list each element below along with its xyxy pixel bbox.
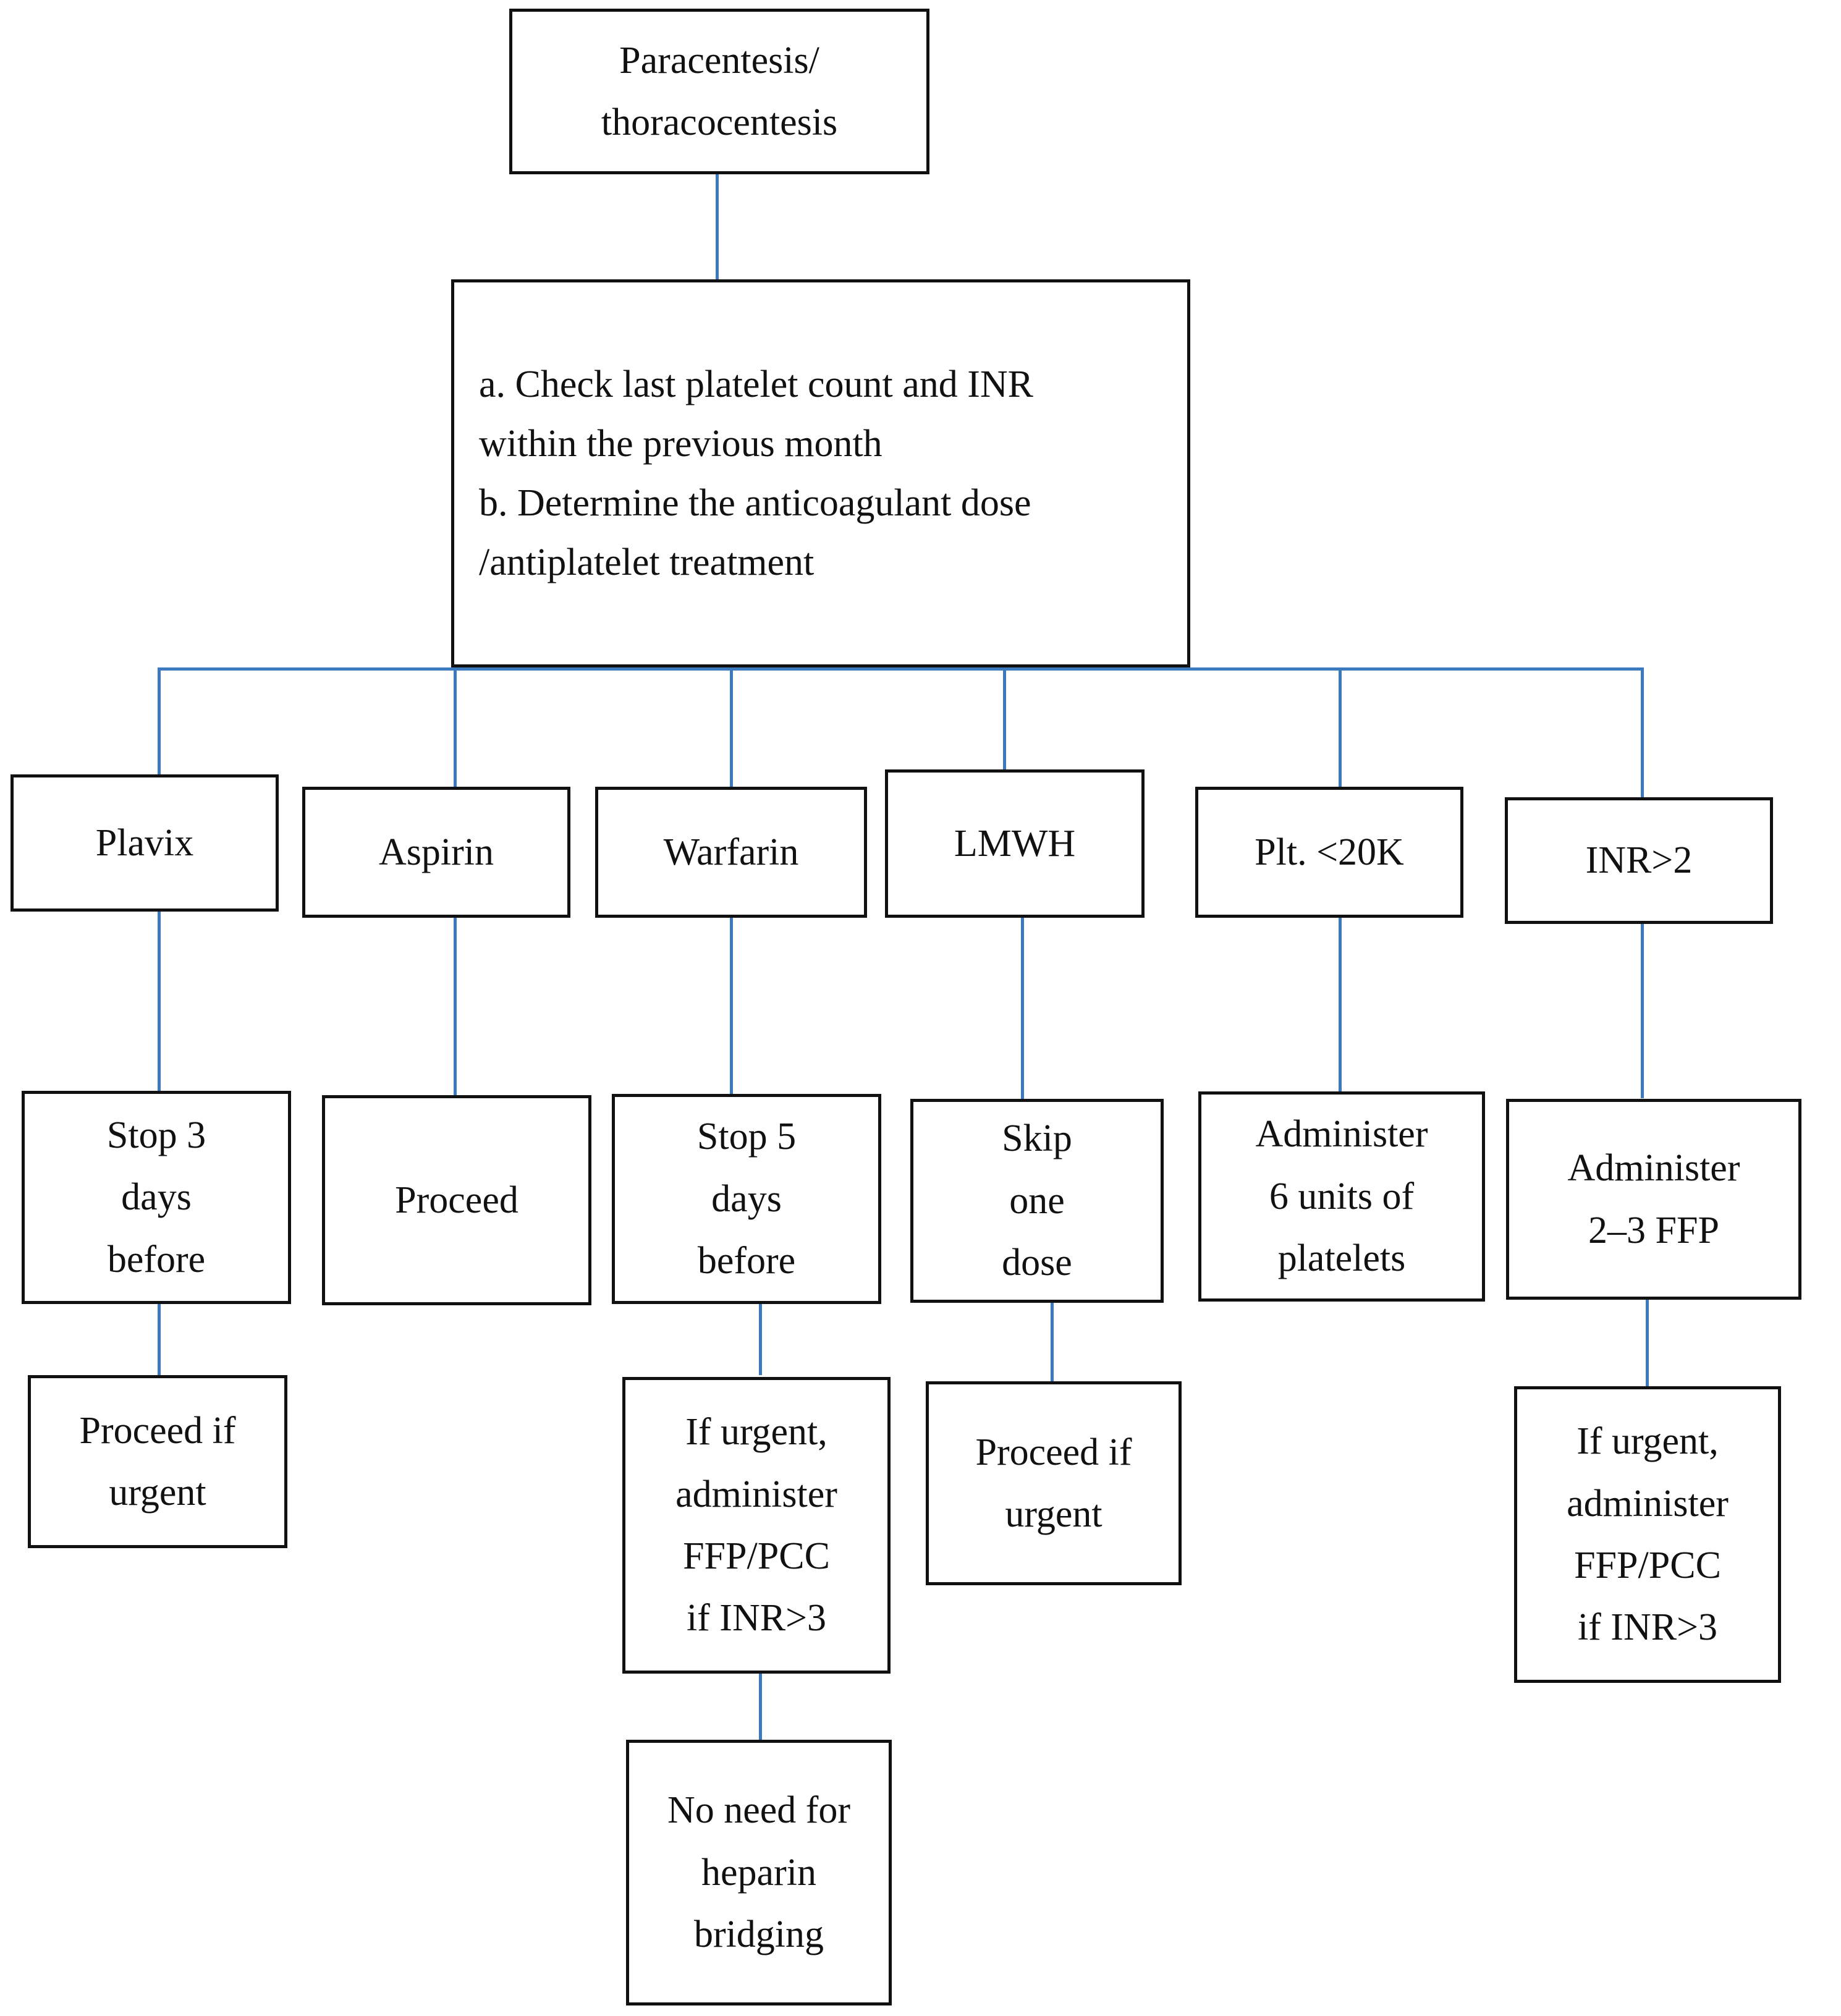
node-branch-plavix-label: Plavix: [95, 821, 194, 864]
node-action-lmwh-label: Skip one dose: [1002, 1117, 1072, 1284]
connector-bus-to-plavix: [158, 667, 161, 776]
node-terminal-heparin-bridging[interactable]: No need for heparin bridging: [626, 1740, 892, 2005]
node-action-aspirin[interactable]: Proceed: [322, 1095, 591, 1305]
node-followup-inr2-label: If urgent, administer FFP/PCC if INR>3: [1567, 1420, 1729, 1649]
node-followup-inr2[interactable]: If urgent, administer FFP/PCC if INR>3: [1514, 1386, 1781, 1683]
connector-bus-to-aspirin: [454, 667, 457, 788]
node-action-lmwh[interactable]: Skip one dose: [910, 1099, 1164, 1303]
node-branch-aspirin-label: Aspirin: [379, 831, 494, 873]
node-assessment[interactable]: a. Check last platelet count and INR wit…: [451, 279, 1190, 667]
node-branch-warfarin-label: Warfarin: [663, 831, 799, 873]
connector-bus-to-lmwh: [1003, 632, 1006, 771]
node-followup-plavix[interactable]: Proceed if urgent: [28, 1375, 287, 1548]
node-assessment-label: a. Check last platelet count and INR wit…: [479, 363, 1034, 584]
node-action-plavix-label: Stop 3 days before: [106, 1114, 206, 1281]
connector-procedure-to-assessment: [716, 171, 719, 282]
node-branch-inr2-label: INR>2: [1585, 839, 1693, 882]
connector-bus-to-inr2: [1641, 667, 1644, 800]
node-procedure-label: Paracentesis/ thoracocentesis: [601, 39, 838, 143]
connector-lmwh-action-to-followup: [1051, 1301, 1054, 1381]
node-action-inr2-label: Administer 2–3 FFP: [1567, 1147, 1740, 1252]
node-action-aspirin-label: Proceed: [395, 1179, 518, 1221]
node-followup-warfarin[interactable]: If urgent, administer FFP/PCC if INR>3: [622, 1377, 891, 1674]
node-procedure[interactable]: Paracentesis/ thoracocentesis: [509, 9, 929, 174]
node-branch-inr2[interactable]: INR>2: [1505, 797, 1773, 924]
node-followup-lmwh[interactable]: Proceed if urgent: [926, 1381, 1182, 1585]
connector-plt20k-to-action: [1339, 916, 1342, 1095]
node-action-plt20k-label: Administer 6 units of platelets: [1255, 1113, 1428, 1280]
connector-bus-to-warfarin: [730, 667, 733, 788]
connector-bus-to-plt20k: [1339, 667, 1342, 788]
node-branch-plt20k[interactable]: Plt. <20K: [1195, 787, 1463, 918]
node-branch-plavix[interactable]: Plavix: [11, 774, 279, 912]
connector-warfarin-followup-to-terminal: [759, 1669, 762, 1740]
node-branch-plt20k-label: Plt. <20K: [1255, 831, 1404, 873]
node-terminal-heparin-bridging-label: No need for heparin bridging: [667, 1789, 851, 1956]
connector-plavix-action-to-followup: [158, 1301, 161, 1375]
node-branch-lmwh-label: LMWH: [954, 822, 1076, 865]
node-action-warfarin[interactable]: Stop 5 days before: [612, 1094, 881, 1304]
connector-inr2-to-action: [1641, 922, 1644, 1098]
node-followup-lmwh-label: Proceed if urgent: [975, 1431, 1132, 1535]
connector-warfarin-action-to-followup: [759, 1298, 762, 1375]
node-branch-aspirin[interactable]: Aspirin: [302, 787, 570, 918]
node-action-warfarin-label: Stop 5 days before: [696, 1116, 797, 1282]
connector-warfarin-to-action: [730, 913, 733, 1096]
node-branch-lmwh[interactable]: LMWH: [885, 769, 1145, 918]
connector-branch-bus: [158, 667, 1641, 671]
node-branch-warfarin[interactable]: Warfarin: [595, 787, 867, 918]
connector-inr2-action-to-followup: [1646, 1297, 1649, 1386]
node-action-plavix[interactable]: Stop 3 days before: [22, 1091, 291, 1304]
node-action-inr2[interactable]: Administer 2–3 FFP: [1506, 1099, 1801, 1300]
connector-aspirin-to-action: [454, 913, 457, 1096]
node-followup-warfarin-label: If urgent, administer FFP/PCC if INR>3: [675, 1411, 837, 1640]
node-followup-plavix-label: Proceed if urgent: [79, 1409, 236, 1514]
connector-plavix-to-action: [158, 907, 161, 1093]
node-action-plt20k[interactable]: Administer 6 units of platelets: [1198, 1091, 1485, 1302]
connector-lmwh-to-action: [1021, 916, 1024, 1101]
